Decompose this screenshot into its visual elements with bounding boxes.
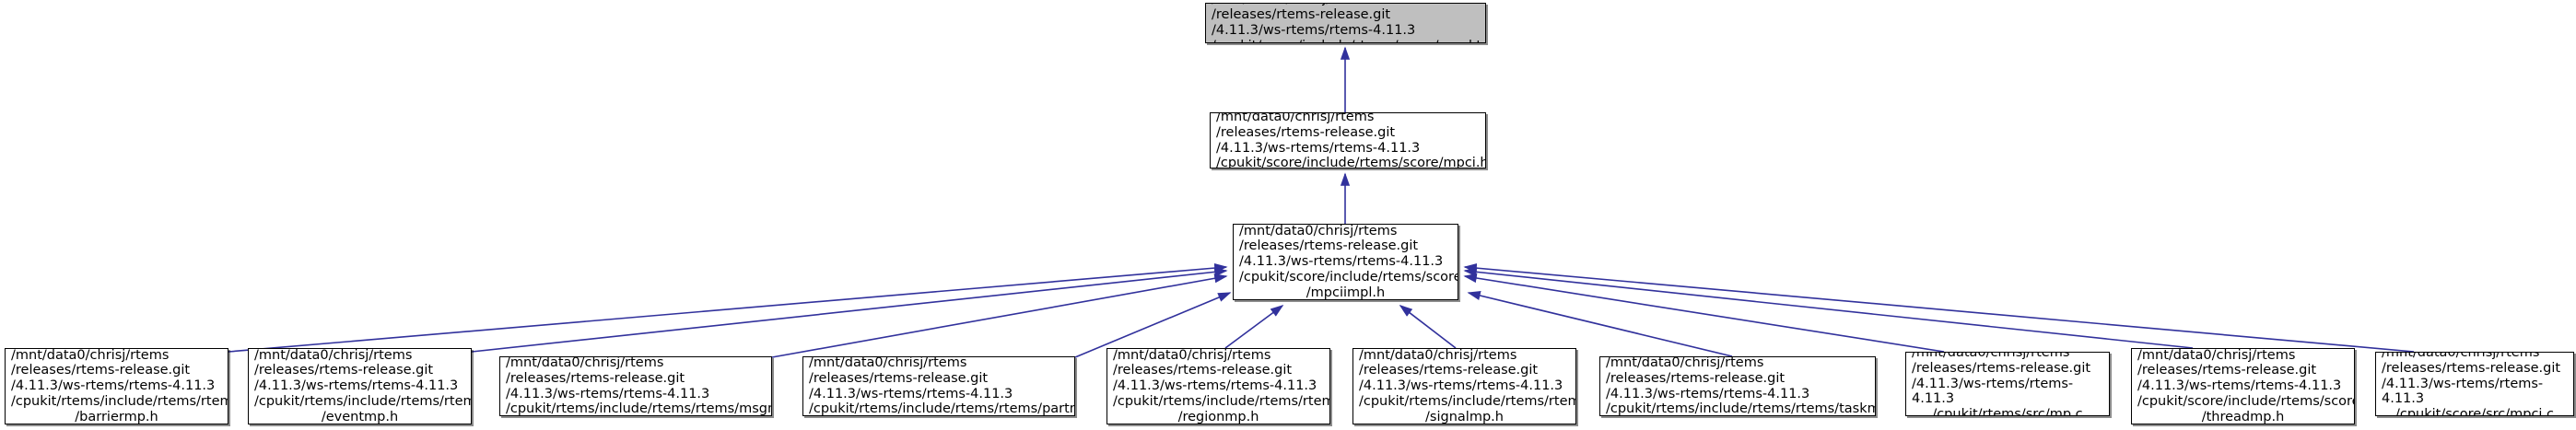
graph-edge	[228, 262, 1228, 353]
graph-edge	[1224, 305, 1284, 349]
graph-node-mpci-c[interactable]: /mnt/data0/chrisj/rtems /releases/rtems-…	[2375, 352, 2574, 416]
graph-node-mp-c[interactable]: /mnt/data0/chrisj/rtems /releases/rtems-…	[1905, 352, 2110, 416]
graph-node-msgmp-h[interactable]: /mnt/data0/chrisj/rtems /releases/rtems-…	[499, 356, 772, 416]
graph-node-eventmp-h[interactable]: /mnt/data0/chrisj/rtems /releases/rtems-…	[248, 348, 472, 424]
graph-node-path-tail: /eventmp.h	[321, 409, 399, 424]
graph-node-path-tail: /cpukit/rtems/src/mp.c	[1932, 407, 2083, 416]
graph-node-path: /mnt/data0/chrisj/rtems /releases/rtems-…	[1212, 4, 1485, 42]
graph-node-path-tail: /threadmp.h	[2201, 409, 2285, 424]
graph-edge	[1463, 273, 1945, 353]
graph-node-barriermp-h[interactable]: /mnt/data0/chrisj/rtems /releases/rtems-…	[5, 348, 228, 424]
graph-node-path-tail: /regionmp.h	[1177, 409, 1259, 424]
graph-node-path: /mnt/data0/chrisj/rtems /releases/rtems-…	[2382, 352, 2561, 407]
graph-node-path: /mnt/data0/chrisj/rtems /releases/rtems-…	[2137, 348, 2355, 409]
graph-node-path: /mnt/data0/chrisj/rtems /releases/rtems-…	[1113, 348, 1330, 409]
graph-node-path: /mnt/data0/chrisj/rtems /releases/rtems-…	[1239, 224, 1458, 285]
graph-node-mpci-h[interactable]: /mnt/data0/chrisj/rtems /releases/rtems-…	[1210, 112, 1486, 169]
graph-node-path: /mnt/data0/chrisj/rtems /releases/rtems-…	[1359, 348, 1576, 409]
graph-node-path-tail: /cpukit/score/src/mpci.c	[2395, 407, 2555, 416]
graph-edge	[1463, 267, 2194, 349]
graph-node-partmp-h[interactable]: /mnt/data0/chrisj/rtems /releases/rtems-…	[802, 356, 1075, 416]
graph-edge	[471, 267, 1228, 353]
graph-node-path-tail: /barriermp.h	[75, 409, 158, 424]
graph-node-path: /mnt/data0/chrisj/rtems /releases/rtems-…	[1606, 356, 1876, 416]
graph-node-path: /mnt/data0/chrisj/rtems /releases/rtems-…	[1912, 352, 2091, 407]
graph-node-path: /mnt/data0/chrisj/rtems /releases/rtems-…	[809, 356, 1075, 416]
graph-node-mpciimpl-h[interactable]: /mnt/data0/chrisj/rtems /releases/rtems-…	[1233, 224, 1458, 300]
graph-node-signalmp-h[interactable]: /mnt/data0/chrisj/rtems /releases/rtems-…	[1352, 348, 1576, 424]
graph-edge	[1467, 291, 1733, 357]
graph-node-path: /mnt/data0/chrisj/rtems /releases/rtems-…	[506, 356, 772, 416]
graph-node-path-tail: /mpciimpl.h	[1306, 285, 1386, 300]
graph-node-regionmp-h[interactable]: /mnt/data0/chrisj/rtems /releases/rtems-…	[1107, 348, 1330, 424]
edge-group	[228, 46, 2415, 358]
graph-edge	[1399, 305, 1457, 349]
graph-node-mppkt[interactable]: /mnt/data0/chrisj/rtems /releases/rtems-…	[1205, 3, 1486, 43]
graph-node-path: /mnt/data0/chrisj/rtems /releases/rtems-…	[254, 348, 472, 409]
graph-edge	[771, 273, 1228, 358]
graph-edge	[1463, 263, 2415, 353]
graph-node-threadmp-h[interactable]: /mnt/data0/chrisj/rtems /releases/rtems-…	[2131, 348, 2355, 424]
graph-node-path: /mnt/data0/chrisj/rtems /releases/rtems-…	[1216, 112, 1486, 169]
graph-node-path: /mnt/data0/chrisj/rtems /releases/rtems-…	[11, 348, 228, 409]
graph-node-path-tail: /signalmp.h	[1425, 409, 1504, 424]
graph-node-taskmp-h[interactable]: /mnt/data0/chrisj/rtems /releases/rtems-…	[1599, 356, 1876, 416]
